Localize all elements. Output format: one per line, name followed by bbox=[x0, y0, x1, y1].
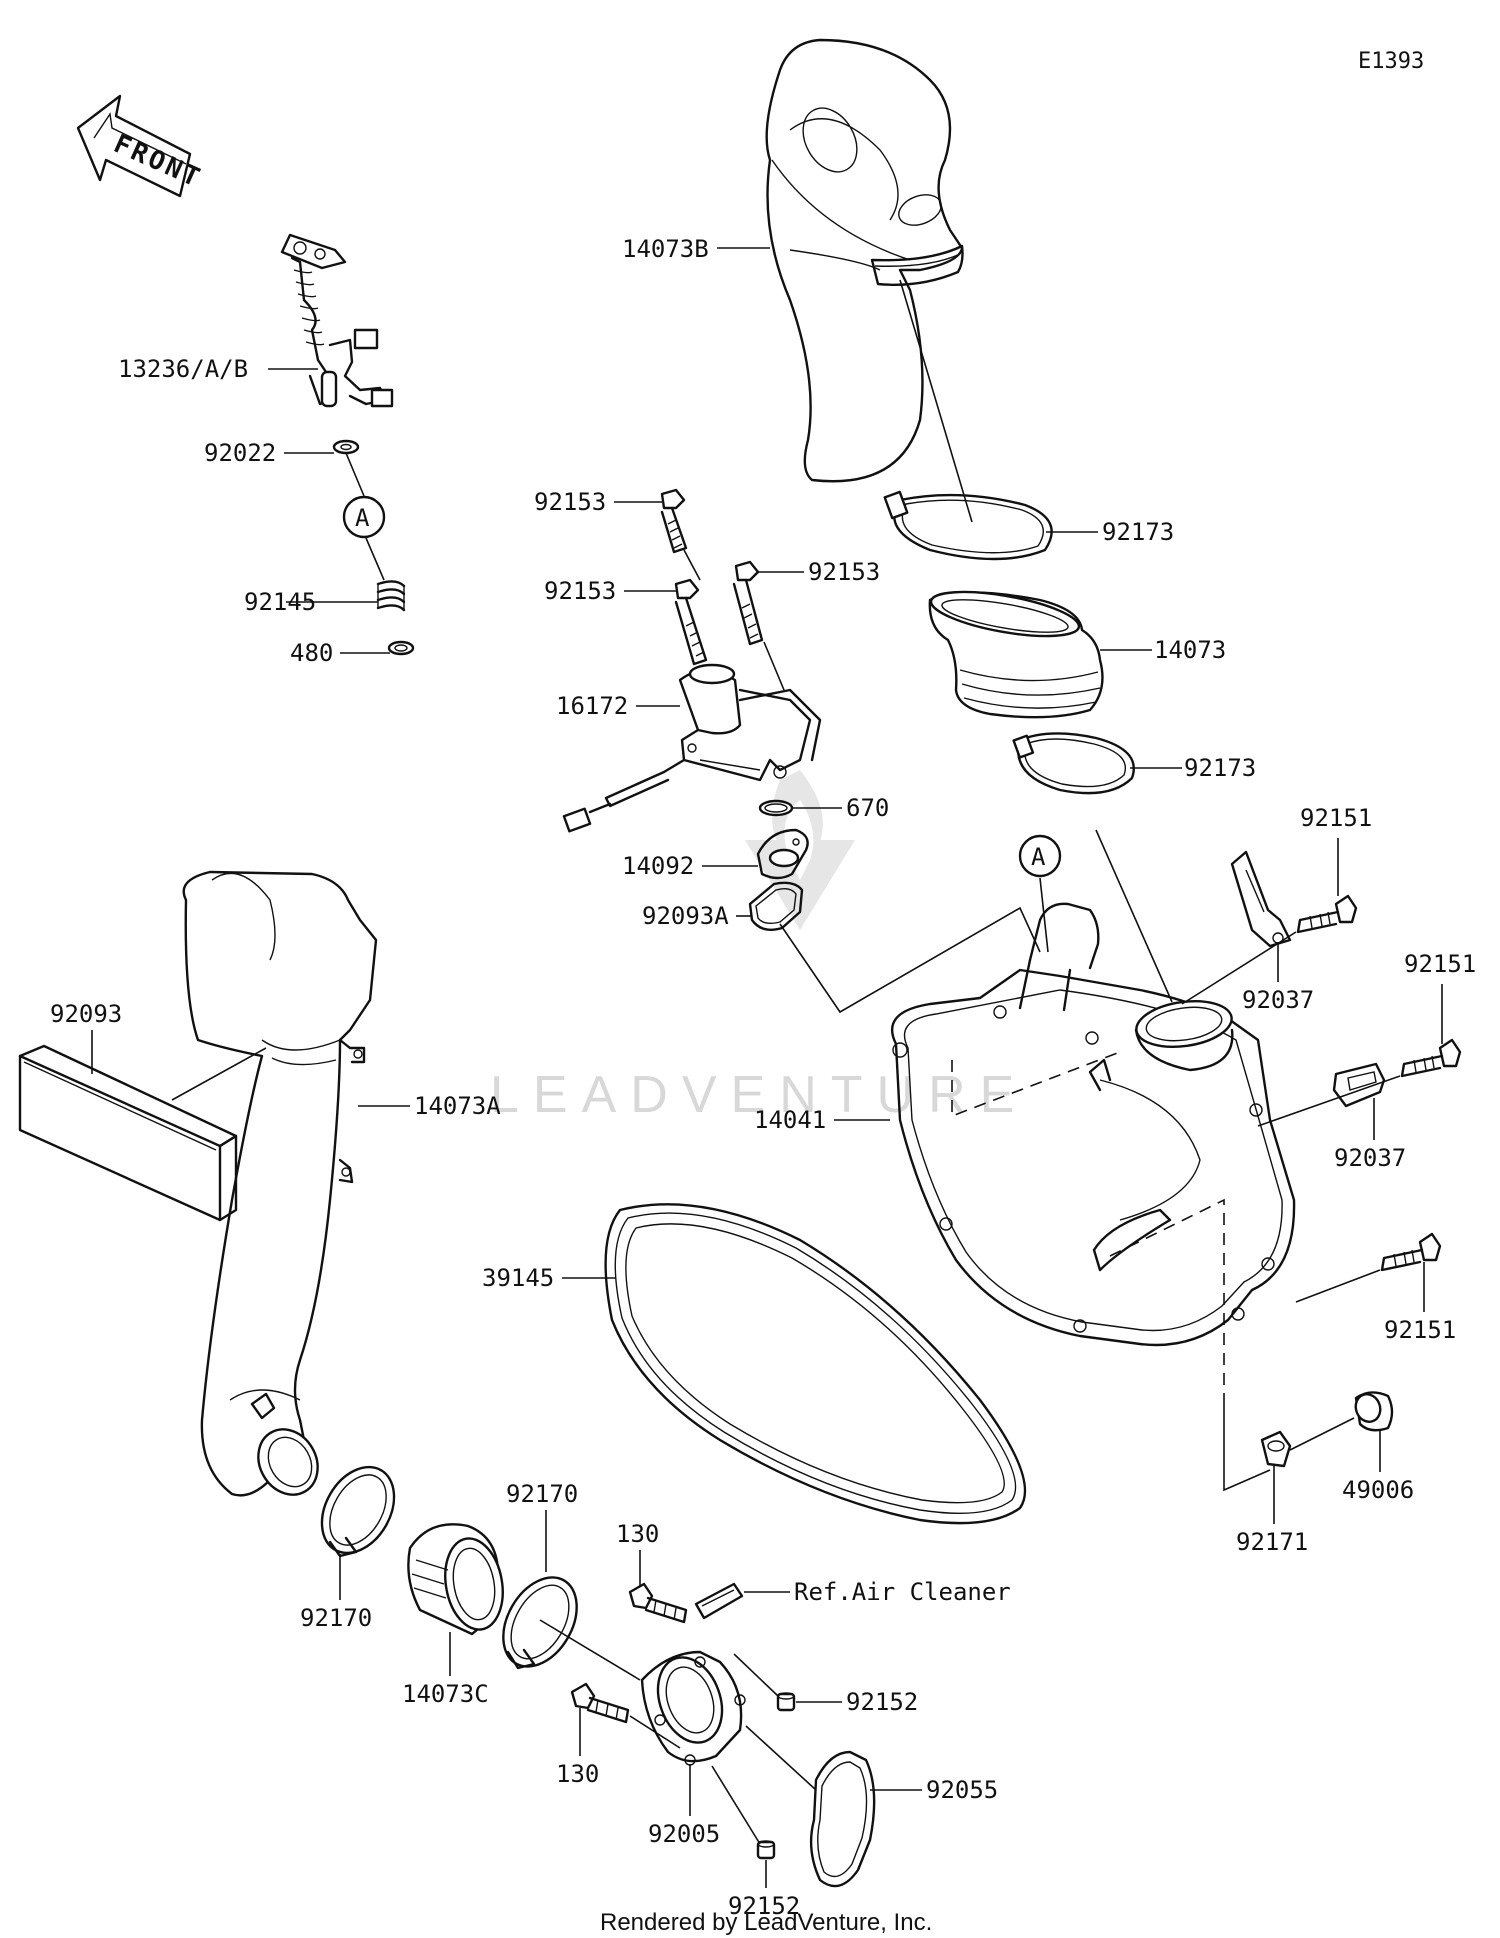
leader bbox=[899, 279, 973, 523]
part-bolt-92151-c bbox=[1380, 1232, 1442, 1272]
label-13236: 13236/A/B bbox=[118, 355, 248, 383]
part-bolt-92151-a bbox=[1296, 894, 1358, 934]
callout-a-text: A bbox=[355, 504, 370, 532]
part-clip-92171 bbox=[1260, 1430, 1292, 1468]
label-14092: 14092 bbox=[622, 852, 694, 880]
label-49006: 49006 bbox=[1342, 1476, 1414, 1504]
label-92153-a: 92153 bbox=[534, 488, 606, 516]
label-14073C: 14073C bbox=[402, 1680, 489, 1708]
part-boot-14073 bbox=[928, 590, 1104, 719]
label-92152-b: 92152 bbox=[728, 1892, 800, 1920]
part-grommet-49006 bbox=[1354, 1391, 1394, 1432]
part-slot-bracket bbox=[694, 1582, 744, 1620]
part-belt-39145 bbox=[604, 1203, 1027, 1525]
label-92022: 92022 bbox=[204, 439, 276, 467]
watermark: LEADVENTURE bbox=[490, 770, 1028, 1124]
part-bracket-92037-a bbox=[1230, 850, 1292, 948]
part-clamp-92173-mid bbox=[1012, 732, 1135, 795]
label-92037-a: 92037 bbox=[1242, 986, 1314, 1014]
part-gasket-92093A bbox=[748, 881, 804, 931]
part-cover-14092 bbox=[756, 828, 809, 880]
leader bbox=[1289, 1417, 1355, 1451]
label-16172: 16172 bbox=[556, 692, 628, 720]
front-arrow: FRONT bbox=[76, 94, 207, 198]
label-ref-air-cleaner: Ref.Air Cleaner bbox=[794, 1578, 1011, 1606]
leader bbox=[1095, 829, 1173, 1003]
leader bbox=[711, 1765, 761, 1845]
label-92171: 92171 bbox=[1236, 1528, 1308, 1556]
part-actuator-16172 bbox=[562, 663, 822, 833]
label-92151-b: 92151 bbox=[1404, 950, 1476, 978]
leader bbox=[629, 1715, 681, 1749]
label-92153-b: 92153 bbox=[544, 577, 616, 605]
part-duct-14073A bbox=[182, 870, 378, 1497]
label-92055: 92055 bbox=[926, 1776, 998, 1804]
label-14073B: 14073B bbox=[622, 235, 709, 263]
label-92170-a: 92170 bbox=[300, 1604, 372, 1632]
leader bbox=[779, 906, 1041, 1014]
leader bbox=[763, 641, 785, 691]
part-spring-92145 bbox=[376, 580, 406, 612]
label-92153-c: 92153 bbox=[808, 558, 880, 586]
label-130-a: 130 bbox=[616, 1520, 659, 1548]
part-duct-14073B bbox=[765, 38, 964, 483]
part-sensor-13236 bbox=[280, 233, 394, 408]
callout-a-text-right: A bbox=[1031, 843, 1046, 871]
part-bolt-92153-a bbox=[660, 488, 688, 554]
part-coupler-14073C bbox=[407, 1523, 504, 1636]
part-bracket-92037-b bbox=[1332, 1062, 1386, 1108]
label-92093A: 92093A bbox=[642, 902, 729, 930]
label-39145: 39145 bbox=[482, 1264, 554, 1292]
label-130-b: 130 bbox=[556, 1760, 599, 1788]
part-bolt-130-b bbox=[570, 1682, 630, 1724]
footer-credit: Rendered by LeadVenture, Inc. bbox=[600, 1909, 932, 1936]
leader bbox=[733, 1653, 779, 1697]
leader bbox=[1257, 1075, 1401, 1127]
label-670: 670 bbox=[846, 794, 889, 822]
part-clamp-92170-a bbox=[320, 1465, 396, 1558]
leader bbox=[171, 1047, 267, 1101]
part-clamp-92170-b bbox=[502, 1576, 578, 1670]
callout-a-left: A bbox=[342, 452, 386, 581]
label-92005: 92005 bbox=[648, 1820, 720, 1848]
diagram-code: E1393 bbox=[1358, 49, 1424, 74]
part-cover-14041 bbox=[890, 902, 1296, 1400]
label-480: 480 bbox=[290, 639, 333, 667]
part-clamp-92173-top bbox=[883, 490, 1053, 561]
label-14041: 14041 bbox=[754, 1106, 826, 1134]
callout-a-right: A bbox=[1018, 834, 1062, 953]
part-nut-92152-a bbox=[776, 1692, 796, 1712]
part-elbow-92005 bbox=[640, 1650, 746, 1766]
part-bolt-92151-b bbox=[1400, 1038, 1462, 1078]
part-nut-92152-b bbox=[756, 1840, 776, 1860]
part-ring-480 bbox=[387, 640, 415, 656]
label-92151-a: 92151 bbox=[1300, 804, 1372, 832]
part-bolt-130-a bbox=[628, 1582, 688, 1624]
part-bolt-92153-c bbox=[732, 560, 764, 646]
label-14073A: 14073A bbox=[414, 1092, 501, 1120]
label-92170-b: 92170 bbox=[506, 1480, 578, 1508]
label-92037-b: 92037 bbox=[1334, 1144, 1406, 1172]
part-washer-92022 bbox=[332, 439, 360, 455]
part-gasket-92055 bbox=[809, 1750, 876, 1888]
leader bbox=[683, 549, 701, 581]
label-92093: 92093 bbox=[50, 1000, 122, 1028]
label-92151-c: 92151 bbox=[1384, 1316, 1456, 1344]
leader bbox=[539, 1619, 641, 1681]
leader bbox=[745, 1725, 817, 1791]
label-92152-a: 92152 bbox=[846, 1688, 918, 1716]
part-filter-92093 bbox=[18, 1044, 238, 1222]
leader bbox=[1223, 1400, 1271, 1492]
part-bolt-92153-b bbox=[674, 578, 708, 666]
label-14073: 14073 bbox=[1154, 636, 1226, 664]
watermark-text: LEADVENTURE bbox=[490, 1066, 1028, 1124]
label-92173-top: 92173 bbox=[1102, 518, 1174, 546]
label-92145: 92145 bbox=[244, 588, 316, 616]
leader bbox=[1295, 1269, 1381, 1303]
label-92173-mid: 92173 bbox=[1184, 754, 1256, 782]
